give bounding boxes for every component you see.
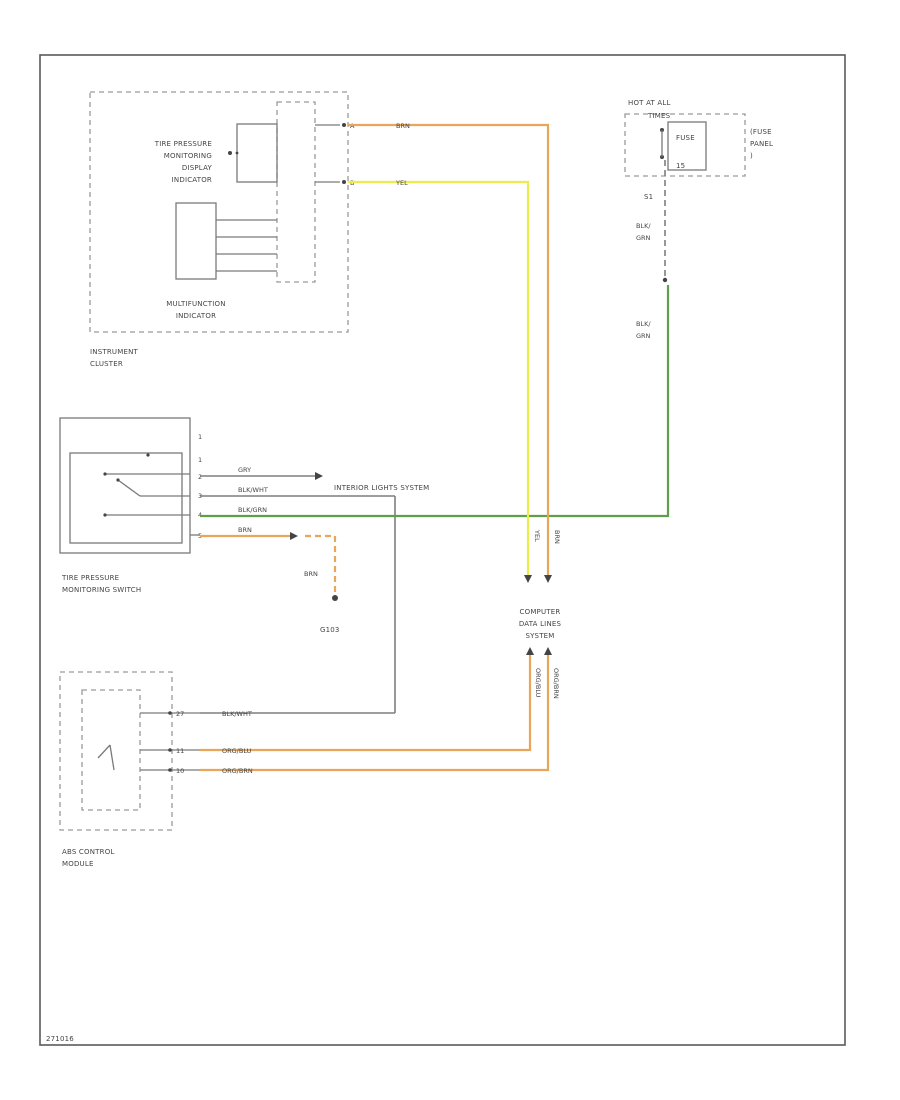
arrow-brn bbox=[290, 532, 298, 540]
wire-blk-grn-1a: BLK/ bbox=[636, 222, 651, 230]
wire-org-brn-v: ORG/BRN bbox=[552, 668, 560, 699]
wire-org-blu-v: ORG/BLU bbox=[534, 668, 542, 698]
wire-gry: GRY bbox=[238, 466, 251, 474]
instrument-cluster-label-2: CLUSTER bbox=[90, 360, 123, 368]
tpms-switch: 1 1 2 3 4 5 TIRE PRESSURE MONITORING SWI… bbox=[59, 417, 202, 594]
wire-blk-grn-2a: BLK/ bbox=[636, 320, 651, 328]
arrow-org-brn-up bbox=[544, 647, 552, 655]
abs-pin-27: 27 bbox=[176, 710, 184, 718]
tpms-display-label-2: MONITORING bbox=[164, 152, 212, 160]
instrument-cluster: TIRE PRESSURE MONITORING DISPLAY INDICAT… bbox=[89, 91, 355, 368]
hot-at-all-label-2: TIMES bbox=[647, 112, 671, 120]
wire-yel-top: YEL bbox=[395, 179, 408, 187]
wire-blk-wht-abs: BLK/WHT bbox=[222, 710, 252, 718]
multifunction-label-1: MULTIFUNCTION bbox=[166, 300, 225, 308]
fuse-panel-label-2: PANEL bbox=[750, 140, 773, 148]
arrow-org-blu-up bbox=[526, 647, 534, 655]
interior-lights-label: INTERIOR LIGHTS SYSTEM bbox=[334, 484, 429, 492]
fuse-panel-label-3: ) bbox=[750, 152, 753, 160]
arrow-brn-down bbox=[544, 575, 552, 583]
arrow-interior-lights bbox=[315, 472, 323, 480]
tpms-display-label-3: DISPLAY bbox=[182, 164, 213, 172]
data-lines-label-2: DATA LINES bbox=[519, 620, 562, 628]
wire-brn-top: BRN bbox=[396, 122, 410, 130]
wire-brn-v: BRN bbox=[553, 530, 561, 544]
fuse-number: 15 bbox=[676, 162, 685, 170]
wire-yel-v: YEL bbox=[533, 529, 541, 542]
instrument-cluster-label-1: INSTRUMENT bbox=[90, 348, 139, 356]
abs-label-2: MODULE bbox=[62, 860, 94, 868]
abs-label-1: ABS CONTROL bbox=[62, 848, 115, 856]
figure-code: 271016 bbox=[46, 1035, 74, 1043]
fuse-label: FUSE bbox=[676, 134, 695, 142]
abs-pin-11: 11 bbox=[176, 747, 184, 755]
wire-brn-sw: BRN bbox=[238, 526, 252, 534]
tpms-display-label-4: INDICATOR bbox=[172, 176, 212, 184]
fuse-panel-label-1: (FUSE bbox=[750, 128, 772, 136]
wire-blk-wht: BLK/WHT bbox=[238, 486, 268, 494]
abs-control-module: 27 11 10 ABS CONTROL MODULE bbox=[59, 671, 200, 868]
tpms-switch-label-1: TIRE PRESSURE bbox=[61, 574, 119, 582]
ground-g103-label: G103 bbox=[320, 626, 340, 634]
multifunction-label-2: INDICATOR bbox=[176, 312, 216, 320]
wire-org-blu-abs: ORG/BLU bbox=[222, 747, 252, 755]
splice-s1-label: S1 bbox=[644, 193, 653, 201]
tpms-display-label-1: TIRE PRESSURE bbox=[154, 140, 212, 148]
data-lines-label-1: COMPUTER bbox=[520, 608, 561, 616]
arrow-yel-down bbox=[524, 575, 532, 583]
fuse-panel: HOT AT ALL TIMES FUSE 15 (FUSE PANEL ) S… bbox=[624, 99, 773, 340]
switch-pin-1: 1 bbox=[198, 456, 202, 464]
wire-blk-grn-2b: GRN bbox=[636, 332, 651, 340]
hot-at-all-label-1: HOT AT ALL bbox=[628, 99, 671, 107]
wire-brn-g: BRN bbox=[304, 570, 318, 578]
diagram-frame bbox=[39, 54, 846, 1046]
abs-pin-10: 10 bbox=[176, 767, 184, 775]
wire-blk-grn-1b: GRN bbox=[636, 234, 651, 242]
switch-pin-2: 2 bbox=[198, 473, 202, 481]
wire-org-brn-abs: ORG/BRN bbox=[222, 767, 253, 775]
wire-blk-grn-h: BLK/GRN bbox=[238, 506, 267, 514]
data-lines-label-3: SYSTEM bbox=[525, 632, 554, 640]
tpms-switch-label-2: MONITORING SWITCH bbox=[62, 586, 141, 594]
switch-pin-ref: 1 bbox=[198, 433, 202, 441]
